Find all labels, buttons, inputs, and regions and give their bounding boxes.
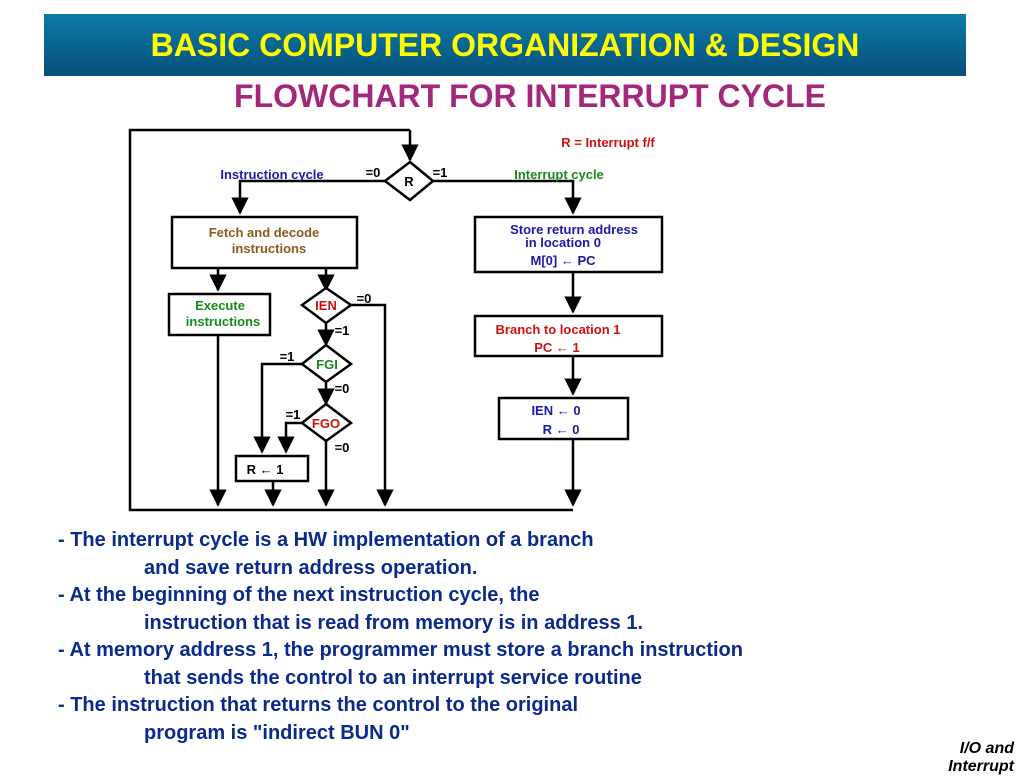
clear-line2: R ← 0 (543, 422, 580, 437)
ien-eq0-label: =0 (357, 291, 372, 306)
title-banner: BASIC COMPUTER ORGANIZATION & DESIGN (44, 14, 966, 76)
ien-eq0-line (351, 303, 394, 507)
interrupt-ff-note: R = Interrupt f/f (561, 135, 655, 150)
footer-line1: I/O and (959, 740, 1014, 757)
bullet-line: and save return address operation. (144, 556, 478, 579)
fgo-eq0-label: =0 (335, 440, 350, 455)
interrupt-cycle-label: Interrupt cycle (514, 167, 604, 182)
r-eq1-line (433, 179, 582, 215)
store-line2: in location 0 (525, 235, 601, 250)
fgi-decision-label: FGI (316, 357, 338, 372)
r-eq1-label: =1 (433, 165, 448, 180)
page-subtitle: FLOWCHART FOR INTERRUPT CYCLE (234, 78, 826, 114)
r-decision-diamond (382, 160, 435, 202)
clear-flags-box (497, 396, 630, 441)
banner-title: BASIC COMPUTER ORGANIZATION & DESIGN (150, 27, 860, 63)
branch-location-box (473, 314, 664, 358)
ien-decision-label: IEN (315, 298, 337, 313)
fgo-decision-label: FGO (312, 416, 340, 431)
ien-eq1-label: =1 (335, 323, 350, 338)
r-set-label: R ← 1 (247, 462, 284, 477)
bullet-line: - At the beginning of the next instructi… (58, 584, 540, 606)
fgo-decision-diamond (299, 402, 354, 443)
r-eq0-label: =0 (366, 165, 381, 180)
clear-line1: IEN ← 0 (531, 403, 580, 418)
loop-top-line (128, 128, 573, 512)
fetch-line1: Fetch and decode (209, 225, 320, 240)
fgo-eq1-label: =1 (286, 407, 301, 422)
bullet-line: - At memory address 1, the programmer mu… (58, 639, 743, 661)
fgi-decision-diamond (299, 343, 354, 384)
r-eq0-line (231, 179, 385, 215)
bullet-line: - The interrupt cycle is a HW implementa… (58, 529, 594, 551)
branch-line1: Branch to location 1 (496, 322, 621, 337)
r-decision-label: R (404, 174, 414, 189)
store-line1: Store return address (510, 222, 638, 237)
branch-line2: PC ← 1 (534, 340, 580, 355)
execute-line2: instructions (186, 314, 260, 329)
execute-box (167, 292, 272, 337)
instruction-cycle-label: Instruction cycle (220, 167, 323, 182)
fetch-line2: instructions (232, 241, 306, 256)
footer-section-label: I/O and Interrupt (948, 740, 1014, 776)
explanation-bullets: - The interrupt cycle is a HW implementa… (58, 527, 998, 747)
store-line3: M[0] ← PC (531, 253, 597, 268)
fetch-decode-box (170, 215, 359, 270)
fgi-eq1-line (253, 362, 302, 454)
footer-line2: Interrupt (948, 758, 1014, 775)
bullet-line: that sends the control to an interrupt s… (144, 666, 642, 689)
fgi-eq1-label: =1 (280, 349, 295, 364)
ien-decision-diamond (299, 286, 354, 325)
r-set-box (234, 454, 310, 483)
store-return-box (473, 215, 664, 274)
execute-line1: Execute (195, 298, 245, 313)
bullet-line: - The instruction that returns the contr… (58, 694, 578, 716)
bullet-line: program is "indirect BUN 0" (144, 721, 410, 744)
fgo-eq1-line (277, 421, 302, 454)
fgi-eq0-label: =0 (335, 381, 350, 396)
bullet-line: instruction that is read from memory is … (144, 611, 644, 634)
